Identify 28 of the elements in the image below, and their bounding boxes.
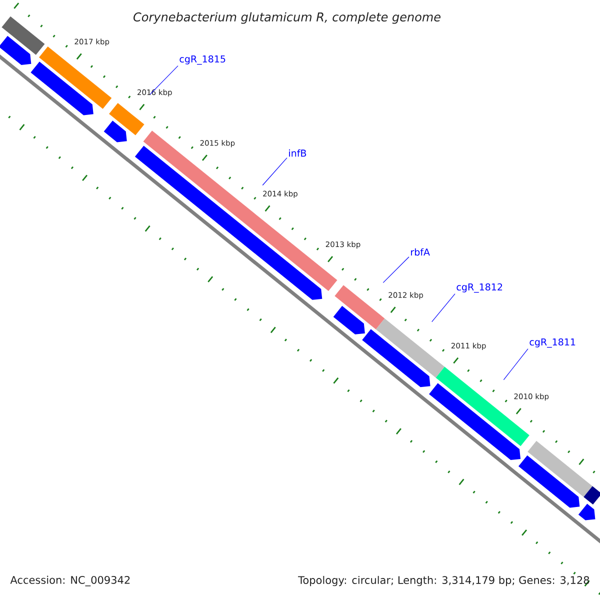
gene-label: cgR_1811 [530,338,576,348]
gene-block [578,504,596,520]
gene-bar [2,16,45,55]
gene-bar [334,285,385,330]
footer-text: Accession: NC_009342 [10,576,130,586]
gene-bar [584,486,600,505]
gene-bar [376,318,445,378]
leader-line [432,294,456,322]
leader-line [150,66,178,95]
gene-bar [109,103,144,136]
leader-line [262,158,288,186]
leader-line [503,348,528,380]
gene-label: rbfA [411,248,430,256]
gene-block [518,455,580,508]
gene-bar [528,440,592,498]
gene-block [134,146,322,300]
gene-block [333,306,365,334]
gene-block [104,120,127,142]
gene-label: infB [289,149,306,157]
gene-block [0,36,32,65]
leader-line [382,256,410,284]
gene-block [362,329,430,388]
title: Corynebacterium glutamicum R, complete genome [134,12,440,24]
footer-text: Topology: circular; Length: 3,314,179 bp; Genes: 3,128 [298,576,590,586]
gene-label: cgR_1812 [456,283,502,293]
gene-bar [39,46,112,109]
gene-label: cgR_1815 [180,55,226,65]
gene-block [30,62,94,116]
